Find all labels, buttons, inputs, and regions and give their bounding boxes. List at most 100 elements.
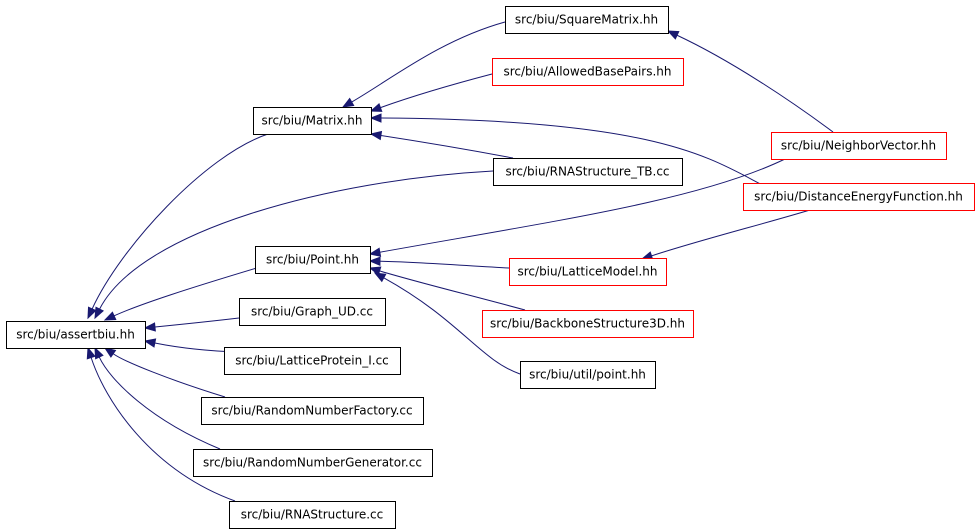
node-rnastructure[interactable]: src/biu/RNAStructure.cc — [229, 501, 396, 529]
arrow-head-icon — [143, 338, 157, 348]
edge-line — [379, 158, 786, 253]
node-label: src/biu/SquareMatrix.hh — [515, 13, 658, 27]
edge-rnastructure_tb-to-assertbiu — [94, 170, 494, 320]
edge-utilpoint-to-point — [373, 272, 521, 375]
edge-graph_ud-to-assertbiu — [143, 317, 240, 332]
arrow-head-icon — [86, 346, 96, 360]
node-box — [520, 361, 656, 389]
edge-line — [380, 73, 493, 109]
edge-line — [379, 260, 510, 269]
node-box — [255, 246, 371, 274]
node-graph_ud[interactable]: src/biu/Graph_UD.cc — [239, 298, 386, 326]
node-label: src/biu/RNAStructure_TB.cc — [505, 165, 669, 179]
node-rngenerator[interactable]: src/biu/RandomNumberGenerator.cc — [193, 449, 433, 477]
node-latticemodel[interactable]: src/biu/LatticeModel.hh — [509, 258, 667, 286]
arrow-head-icon — [341, 97, 355, 108]
node-utilpoint[interactable]: src/biu/util/point.hh — [520, 361, 656, 389]
arrow-head-icon — [368, 247, 382, 257]
node-latticeprotein[interactable]: src/biu/LatticeProtein_I.cc — [224, 347, 401, 375]
arrow-head-icon — [666, 30, 680, 40]
arrow-head-icon — [368, 256, 381, 266]
node-label: src/biu/RNAStructure.cc — [241, 508, 384, 522]
node-label: src/biu/AllowedBasePairs.hh — [503, 65, 671, 79]
node-backbone[interactable]: src/biu/BackboneStructure3D.hh — [482, 310, 694, 338]
edge-rnastructure_tb-to-matrix — [369, 130, 514, 159]
edge-line — [651, 209, 811, 257]
edge-line — [113, 266, 261, 317]
edge-point-to-assertbiu — [103, 266, 261, 321]
edge-backbone-to-point — [368, 266, 526, 311]
node-label: src/biu/Point.hh — [266, 253, 359, 267]
edge-line — [99, 170, 494, 310]
edge-allowedbp-to-matrix — [369, 73, 493, 112]
arrow-head-icon — [94, 346, 104, 360]
arrow-head-icon — [87, 306, 97, 320]
edge-line — [98, 356, 221, 450]
edge-line — [351, 21, 506, 103]
edge-distanceenergy-to-latticemodel — [640, 209, 811, 261]
edge-line — [379, 270, 526, 311]
node-allowedbp[interactable]: src/biu/AllowedBasePairs.hh — [492, 58, 684, 86]
node-distanceenergy[interactable]: src/biu/DistanceEnergyFunction.hh — [743, 183, 975, 211]
arrow-head-icon — [369, 113, 382, 123]
edges-layer — [86, 21, 834, 502]
node-box — [492, 58, 684, 86]
node-box — [253, 107, 372, 135]
arrow-head-icon — [94, 306, 104, 320]
arrow-head-icon — [143, 322, 156, 332]
nodes-layer: src/biu/assertbiu.hh src/biu/Matrix.hh src… — [6, 6, 975, 529]
node-box — [505, 6, 669, 34]
node-label: src/biu/util/point.hh — [529, 368, 646, 382]
arrow-head-icon — [103, 311, 117, 321]
node-label: src/biu/Graph_UD.cc — [251, 305, 373, 319]
node-box — [771, 132, 947, 160]
edge-rngenerator-to-assertbiu — [94, 346, 221, 450]
node-label: src/biu/RandomNumberGenerator.cc — [203, 456, 422, 470]
node-box — [6, 321, 146, 349]
arrow-head-icon — [373, 272, 387, 283]
node-label: src/biu/Matrix.hh — [262, 114, 363, 128]
edge-matrix-to-assertbiu — [87, 133, 269, 320]
edge-line — [90, 357, 236, 502]
node-box — [201, 397, 424, 425]
node-point[interactable]: src/biu/Point.hh — [255, 246, 371, 274]
node-box — [482, 310, 694, 338]
node-label: src/biu/LatticeModel.hh — [518, 265, 658, 279]
node-box — [743, 183, 975, 211]
node-box — [509, 258, 667, 286]
edge-squarematrix-to-matrix — [341, 21, 506, 108]
arrow-head-icon — [369, 130, 383, 141]
node-label: src/biu/LatticeProtein_I.cc — [235, 354, 389, 368]
node-box — [229, 501, 396, 529]
arrow-head-icon — [369, 102, 383, 112]
node-label: src/biu/NeighborVector.hh — [781, 139, 936, 153]
edge-neighborvector-to-point — [368, 158, 786, 257]
node-label: src/biu/BackboneStructure3D.hh — [490, 317, 685, 331]
edge-rnfactory-to-assertbiu — [103, 347, 226, 398]
edge-latticemodel-to-point — [368, 256, 510, 269]
node-box — [493, 158, 683, 186]
edge-rnastructure-to-assertbiu — [86, 346, 236, 502]
edge-neighborvector-to-squarematrix — [666, 30, 834, 133]
node-assertbiu[interactable]: src/biu/assertbiu.hh — [6, 321, 146, 349]
node-box — [224, 347, 401, 375]
node-label: src/biu/DistanceEnergyFunction.hh — [754, 190, 963, 204]
node-squarematrix[interactable]: src/biu/SquareMatrix.hh — [505, 6, 669, 34]
arrow-head-icon — [368, 266, 382, 276]
node-box — [193, 449, 433, 477]
node-box — [239, 298, 386, 326]
node-label: src/biu/assertbiu.hh — [16, 328, 135, 342]
node-rnfactory[interactable]: src/biu/RandomNumberFactory.cc — [201, 397, 424, 425]
node-label: src/biu/RandomNumberFactory.cc — [211, 404, 412, 418]
edge-line — [380, 135, 514, 159]
arrow-head-icon — [103, 347, 117, 358]
edge-line — [383, 277, 521, 375]
node-rnastructure_tb[interactable]: src/biu/RNAStructure_TB.cc — [493, 158, 683, 186]
edge-line — [676, 34, 834, 133]
node-matrix[interactable]: src/biu/Matrix.hh — [253, 107, 372, 135]
node-neighborvector[interactable]: src/biu/NeighborVector.hh — [771, 132, 947, 160]
edge-line — [112, 353, 226, 398]
edge-line — [154, 317, 240, 328]
edge-line — [91, 133, 269, 310]
